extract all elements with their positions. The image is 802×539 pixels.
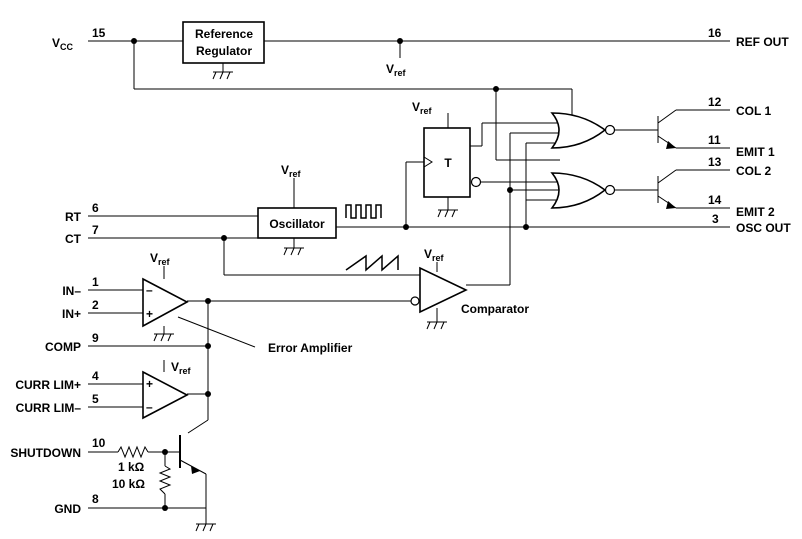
sawtooth-wave-icon bbox=[345, 254, 399, 272]
current-limit-amplifier: + – bbox=[142, 370, 189, 420]
pin-vcc-name: VCC bbox=[52, 36, 74, 52]
oscillator: Oscillator bbox=[257, 207, 337, 239]
pin-col1-num: 12 bbox=[708, 95, 722, 109]
error-amp-minus: – bbox=[146, 283, 153, 297]
error-amplifier: – + bbox=[142, 277, 189, 328]
pin-comp-num: 9 bbox=[92, 331, 99, 345]
pin-col1-name: COL 1 bbox=[736, 104, 771, 118]
right-pins: 16 REF OUT 12 COL 1 11 EMIT 1 13 COL 2 1… bbox=[708, 26, 791, 235]
pin-emit2-name: EMIT 2 bbox=[736, 205, 775, 219]
curr-amp-minus: – bbox=[146, 400, 153, 414]
flip-flop: T bbox=[423, 127, 482, 198]
pin-comp-name: COMP bbox=[45, 340, 81, 354]
pin-emit1-name: EMIT 1 bbox=[736, 145, 775, 159]
pin-in-plus-num: 2 bbox=[92, 298, 99, 312]
pin-gnd-num: 8 bbox=[92, 492, 99, 506]
vref-label: Vref bbox=[424, 247, 445, 263]
nor-gate-1 bbox=[550, 112, 616, 149]
pin-emit2-num: 14 bbox=[708, 193, 722, 207]
pin-curr-lim-minus-num: 5 bbox=[92, 392, 99, 406]
pin-gnd-name: GND bbox=[54, 502, 81, 516]
resistor-10k bbox=[158, 465, 172, 495]
wires bbox=[88, 40, 730, 524]
comparator bbox=[410, 266, 468, 314]
error-amplifier-label: Error Amplifier bbox=[268, 341, 353, 355]
pin-in-minus-name: IN– bbox=[62, 284, 81, 298]
square-wave-icon bbox=[345, 204, 382, 219]
pin-shutdown-num: 10 bbox=[92, 436, 106, 450]
vref-label: Vref bbox=[281, 163, 302, 179]
pin-vcc-num: 15 bbox=[92, 26, 106, 40]
pin-rt-name: RT bbox=[65, 210, 82, 224]
comparator-label: Comparator bbox=[461, 302, 529, 316]
junction-dots bbox=[131, 38, 529, 511]
pin-col2-num: 13 bbox=[708, 155, 722, 169]
transistor-1-arrow bbox=[666, 141, 676, 149]
error-amp-plus: + bbox=[146, 307, 153, 321]
vref-labels: Vref Vref Vref Vref Vref Vref bbox=[150, 62, 445, 376]
oscillator-label: Oscillator bbox=[269, 217, 325, 231]
pin-ct-num: 7 bbox=[92, 223, 99, 237]
pin-col2-name: COL 2 bbox=[736, 164, 771, 178]
reference-regulator: Reference Regulator bbox=[182, 21, 265, 64]
resistor-10k-label: 10 kΩ bbox=[112, 477, 145, 491]
pin-curr-lim-plus-name: CURR LIM+ bbox=[15, 378, 81, 392]
transistor-2-arrow bbox=[666, 201, 676, 209]
pin-emit1-num: 11 bbox=[708, 133, 721, 147]
vref-label: Vref bbox=[412, 100, 433, 116]
pin-ct-name: CT bbox=[65, 232, 82, 246]
pin-osc-out-name: OSC OUT bbox=[736, 221, 791, 235]
pin-curr-lim-minus-name: CURR LIM– bbox=[16, 401, 82, 415]
pin-shutdown-name: SHUTDOWN bbox=[10, 446, 81, 460]
resistor-1k-label: 1 kΩ bbox=[118, 460, 145, 474]
left-pins: VCC 15 RT 6 CT 7 IN– 1 IN+ 2 COMP 9 CURR… bbox=[10, 26, 105, 516]
nor-gate-2 bbox=[550, 172, 616, 209]
pin-curr-lim-plus-num: 4 bbox=[92, 369, 99, 383]
curr-amp-plus: + bbox=[146, 377, 153, 391]
flip-flop-label: T bbox=[444, 156, 452, 170]
pin-osc-out-num: 3 bbox=[712, 212, 719, 226]
pin-rt-num: 6 bbox=[92, 201, 99, 215]
pin-ref-out-name: REF OUT bbox=[736, 35, 789, 49]
vref-label: Vref bbox=[171, 360, 192, 376]
pin-in-minus-num: 1 bbox=[92, 275, 99, 289]
resistor-1k bbox=[117, 445, 149, 459]
regulator-label-line1: Reference bbox=[195, 27, 253, 41]
ground-icons bbox=[153, 71, 458, 532]
pin-in-plus-name: IN+ bbox=[62, 307, 81, 321]
vref-label: Vref bbox=[386, 62, 407, 78]
vref-label: Vref bbox=[150, 251, 171, 267]
shutdown-transistor-arrow bbox=[191, 466, 200, 474]
pin-ref-out-num: 16 bbox=[708, 26, 722, 40]
regulator-label-line2: Regulator bbox=[196, 44, 252, 58]
